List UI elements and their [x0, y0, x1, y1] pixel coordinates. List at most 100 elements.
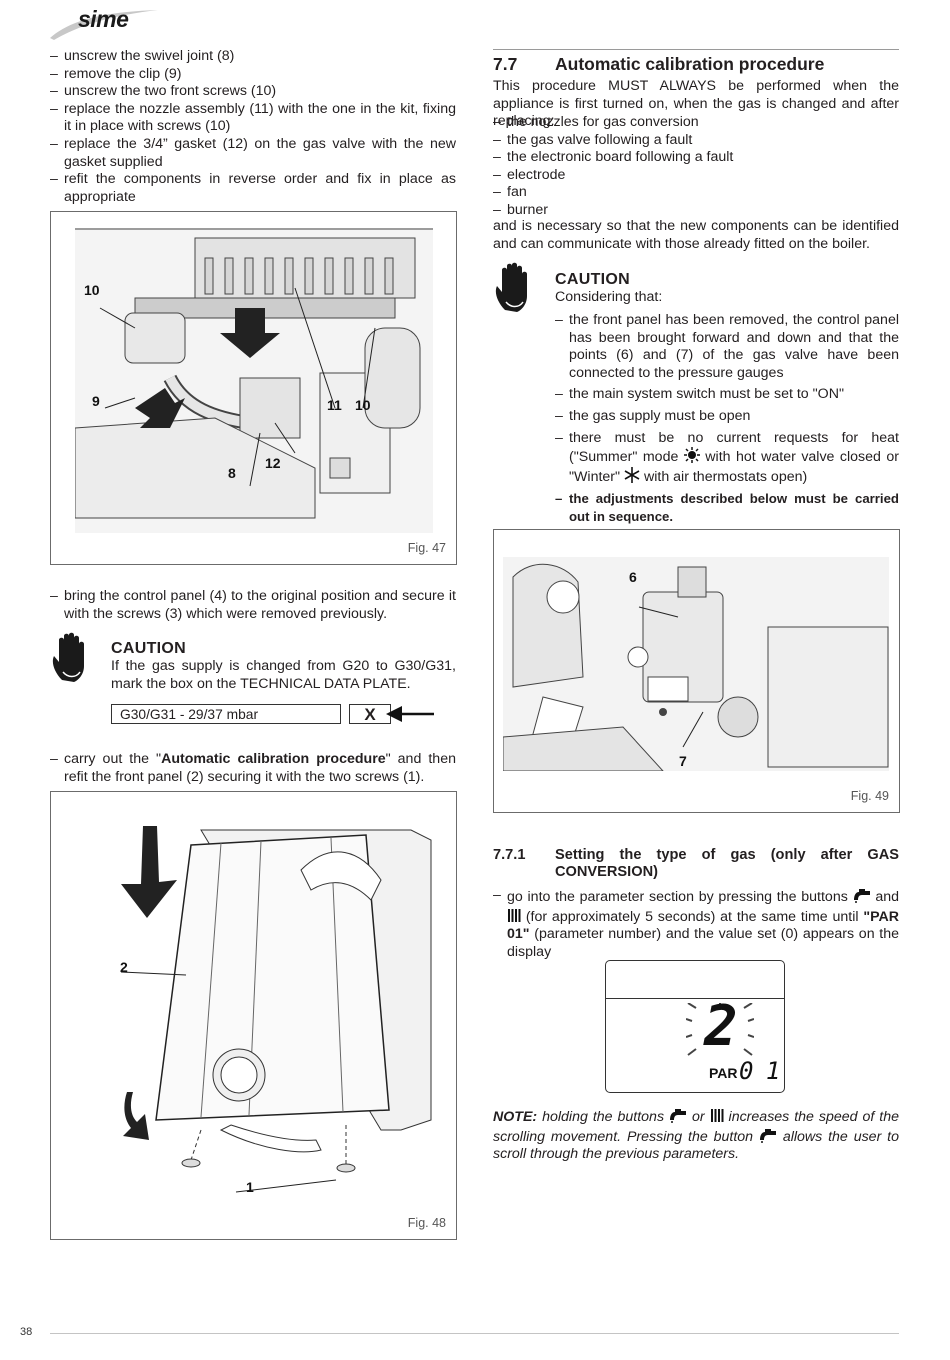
list-item: there must be no current requests for he… [555, 430, 899, 487]
after-list-text: and is necessary so that the new compone… [493, 218, 899, 252]
logo-text: sime [78, 6, 129, 32]
list-item: replace the 3/4” gasket (12) on the gas … [50, 136, 456, 171]
boiler-nozzle-illustration [75, 228, 433, 533]
caution-title: CAUTION [555, 271, 630, 288]
caution-hand-icon [48, 632, 98, 689]
caution-title: CAUTION [111, 640, 186, 657]
tap-icon [670, 1109, 687, 1123]
section-heading: 7.7 Automatic calibration procedure [493, 54, 899, 75]
list-item: the main system switch must be set to "O… [555, 386, 899, 404]
step-carry-suffix: " and then refit the front panel (2) sec… [64, 751, 456, 785]
caution-text: If the gas supply is changed from G20 to… [111, 658, 456, 692]
par-step-list: go into the parameter section by pressin… [493, 887, 899, 961]
page-number: 38 [20, 1326, 33, 1338]
callout-label: 6 [629, 569, 637, 585]
subsection-number: 7.7.1 [493, 847, 526, 863]
note-d: allows the user to scroll through the pr… [493, 1128, 899, 1163]
caution-item4-c: with air thermostats open) [643, 468, 808, 485]
callout-label: 10 [355, 397, 371, 413]
par-step-bold: "PAR 01" [507, 908, 899, 943]
checkbox-mark: X [364, 705, 376, 724]
par-step-d: (parameter number) and the value set (0)… [507, 926, 899, 960]
snowflake-icon [624, 466, 640, 483]
list-item: go into the parameter section by pressin… [493, 887, 899, 961]
note-text: NOTE: holding the buttons or increases t… [493, 1107, 899, 1164]
step-carry-list: carry out the "Automatic calibration pro… [50, 751, 456, 786]
section-title: Automatic calibration procedure [555, 54, 825, 74]
brand-logo: sime [48, 4, 178, 40]
subsection-title: Setting the type of gas (only after GAS … [555, 847, 899, 880]
list-item: the nozzles for gas conversion [493, 114, 899, 132]
list-item: unscrew the two front screws (10) [50, 83, 456, 101]
list-item: the adjustments described below must be … [555, 490, 899, 525]
subsection-heading: 7.7.1 Setting the type of gas (only afte… [493, 847, 899, 880]
par-step-b: and [875, 889, 899, 905]
figure-47: 10 9 11 10 12 8 Fig. 47 [50, 211, 457, 565]
arrow-down-curved-icon [119, 1092, 165, 1147]
lcd-display: 2 PAR 0 1 [605, 960, 785, 1093]
lcd-top-band [606, 961, 784, 999]
step-carry-prefix: carry out the " [64, 751, 162, 767]
list-item: the gas valve following a fault [493, 132, 899, 150]
figure-48: 2 1 Fig. 48 [50, 791, 457, 1240]
par-step-c: (for approximately 5 seconds) at the sam… [525, 908, 859, 925]
callout-label: 9 [92, 393, 100, 409]
caution-items-list: the front panel has been removed, the co… [555, 312, 899, 526]
callout-label: 12 [265, 455, 281, 471]
caution-lead: Considering that: [555, 289, 663, 305]
callout-label: 10 [84, 282, 100, 298]
lcd-par-number: 0 1 [739, 1057, 780, 1085]
list-item: replace the nozzle assembly (11) with th… [50, 101, 456, 136]
logo-swoosh-icon [50, 10, 158, 40]
section-rule [493, 49, 899, 50]
gas-valve-illustration [503, 557, 889, 771]
callout-label: 2 [120, 959, 128, 975]
callout-label: 1 [246, 1179, 254, 1195]
par-step-a: go into the parameter section by pressin… [507, 889, 848, 905]
list-item: remove the clip (9) [50, 66, 456, 84]
caution-item4-b: with hot water valve closed or "Winter" [569, 449, 899, 485]
step-carry-bold: Automatic calibration procedure [161, 751, 386, 767]
arrow-left-icon [384, 705, 436, 728]
caution-block-left: CAUTION If the gas supply is changed fro… [111, 640, 456, 693]
note-c: increases the speed of the scrolling mov… [493, 1109, 900, 1145]
section-number: 7.7 [493, 54, 518, 74]
lcd-blink-rays-icon [685, 1002, 755, 1066]
note-a: holding the buttons [542, 1109, 665, 1125]
list-item: unscrew the swivel joint (8) [50, 48, 456, 66]
list-item: the gas supply must be open [555, 408, 899, 426]
step-bring-list: bring the control panel (4) to the origi… [50, 588, 456, 623]
tap-icon [853, 889, 870, 903]
sun-icon [683, 447, 700, 464]
tap-icon [759, 1128, 776, 1143]
callout-label: 7 [679, 753, 687, 769]
section-intro: This procedure MUST ALWAYS be performed … [493, 78, 899, 130]
steps-top-list: unscrew the swivel joint (8) remove the … [50, 48, 456, 206]
callout-label: 8 [228, 465, 236, 481]
note-b: or [691, 1109, 705, 1125]
list-item: electrode [493, 167, 899, 185]
list-item: the electronic board following a fault [493, 149, 899, 167]
data-plate-field: G30/G31 - 29/37 mbar [111, 704, 341, 724]
figure-caption: Fig. 49 [850, 789, 889, 803]
list-item: fan [493, 184, 899, 202]
caution-block-right: CAUTION Considering that: [555, 271, 899, 307]
front-panel-removal-illustration [120, 829, 432, 1193]
lcd-value: 2 [704, 994, 738, 1059]
list-item: bring the control panel (4) to the origi… [50, 588, 456, 623]
footer-rule [50, 1333, 899, 1334]
lcd-par-label: PAR [709, 1065, 738, 1081]
list-item: burner [493, 202, 899, 220]
list-item: carry out the "Automatic calibration pro… [50, 751, 456, 786]
callout-label: 11 [327, 397, 342, 413]
caution-hand-icon [491, 262, 541, 319]
figure-caption: Fig. 47 [407, 541, 446, 555]
radiator-icon [508, 908, 521, 922]
list-item: the front panel has been removed, the co… [555, 312, 899, 382]
figure-caption: Fig. 48 [407, 1216, 446, 1230]
replace-items-list: the nozzles for gas conversion the gas v… [493, 114, 899, 220]
radiator-icon [710, 1109, 724, 1122]
data-plate-label: G30/G31 - 29/37 mbar [120, 707, 259, 722]
note-label: NOTE: [493, 1109, 538, 1125]
arrow-down-icon [119, 826, 179, 923]
